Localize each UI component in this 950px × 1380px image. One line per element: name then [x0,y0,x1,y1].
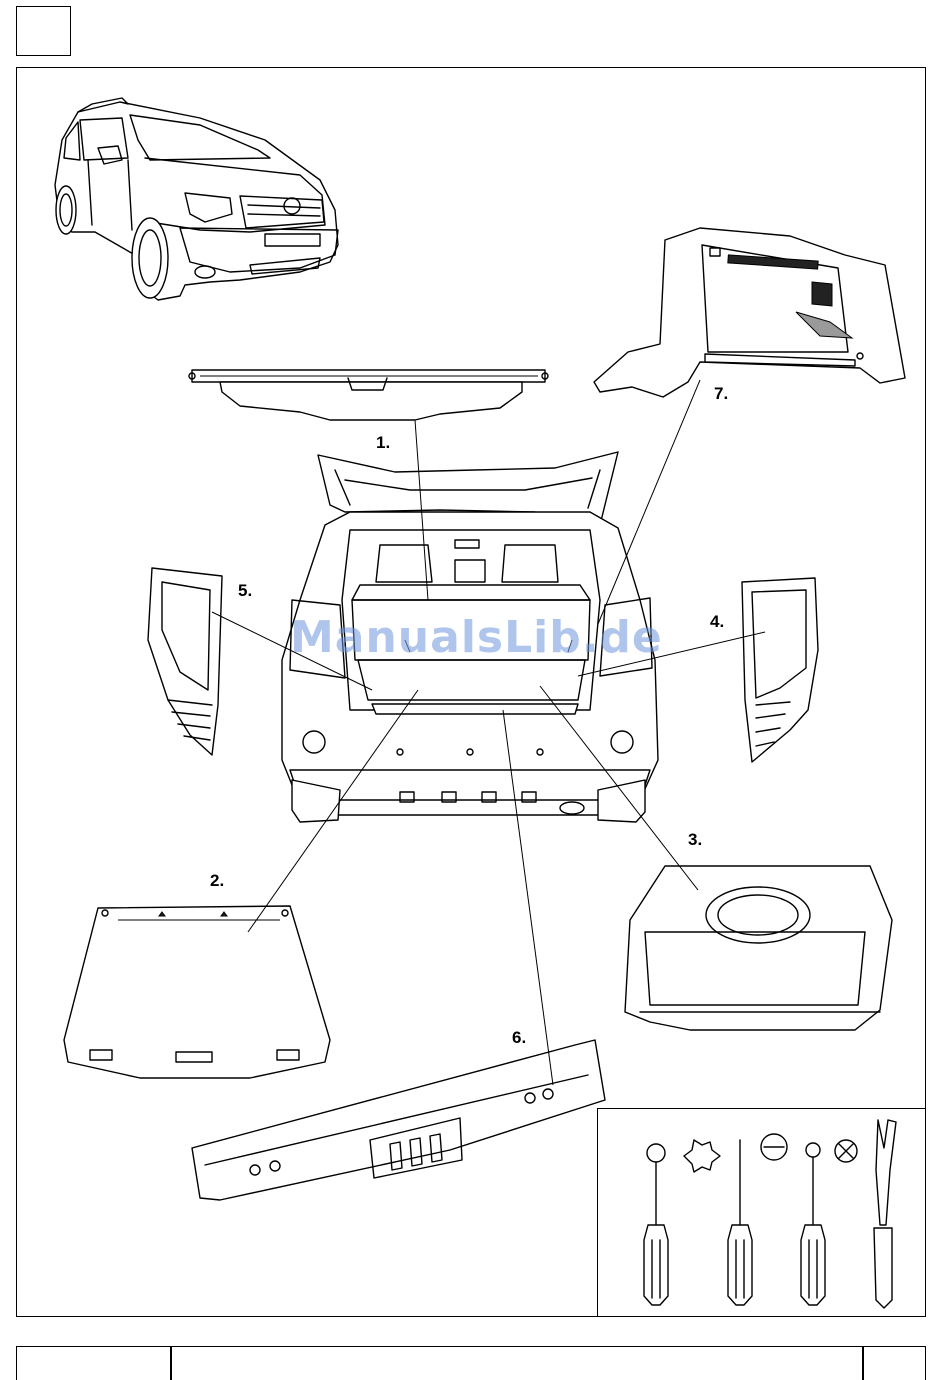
part-label-5: 5. [238,581,252,601]
watermark: ManualsLib.de [290,612,663,663]
part-label-1: 1. [376,433,390,453]
trim-removal-tool-icon [874,1120,896,1308]
load-floor-panel-drawing [64,906,330,1078]
storage-tray-drawing [625,866,892,1030]
part-label-6: 6. [512,1028,526,1048]
side-trim-panel-drawing [594,228,905,397]
left-side-cover-drawing [148,568,222,755]
right-side-cover-drawing [742,578,818,762]
part-label-2: 2. [210,871,224,891]
torx-screwdriver-icon [644,1140,720,1305]
phillips-screwdriver-icon [801,1140,857,1305]
part-label-7: 7. [714,384,728,404]
luggage-cover-drawing [189,370,548,420]
vehicle-front-view [55,98,338,300]
part-label-3: 3. [688,830,702,850]
part-label-4: 4. [710,612,724,632]
flat-screwdriver-icon [728,1134,787,1305]
